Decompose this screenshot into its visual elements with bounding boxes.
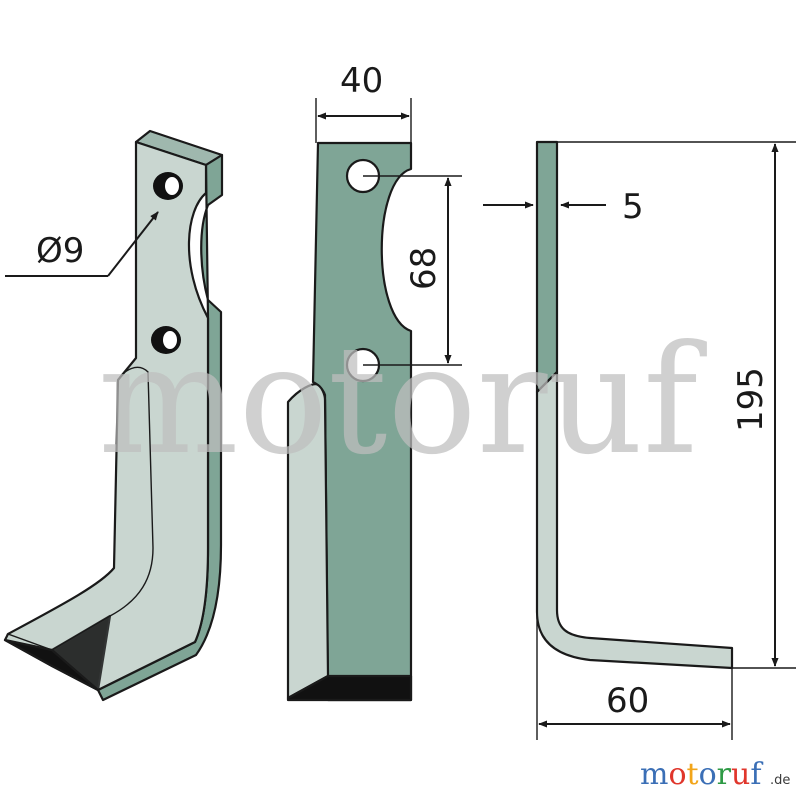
blade-front-view — [286, 141, 413, 702]
blade-perspective-view — [3, 129, 224, 702]
height-label: 195 — [731, 367, 771, 432]
bend-length-dimension: 60 — [536, 612, 733, 740]
hole-spacing-dimension: 68 — [363, 175, 462, 366]
bend-length-label: 60 — [606, 681, 649, 721]
hole-diameter-callout: Ø9 — [5, 211, 159, 277]
logo-letter: f — [750, 757, 763, 792]
logo-letter: o — [699, 757, 717, 792]
hole-spacing-label: 68 — [404, 247, 444, 290]
watermark: motoruf — [98, 314, 707, 488]
logo-letter: o — [668, 757, 686, 792]
thickness-dimension: 5 — [483, 187, 644, 227]
logo-letter: t — [687, 757, 699, 792]
logo-suffix: .de — [770, 773, 790, 788]
width-dimension: 40 — [315, 61, 412, 143]
logo-letter: m — [640, 757, 668, 792]
hole-diameter-label: Ø9 — [36, 231, 84, 271]
motoruf-logo: motoruf .de — [640, 757, 790, 792]
thickness-label: 5 — [622, 187, 644, 227]
height-dimension: 195 — [557, 141, 796, 669]
logo-letter: u — [731, 757, 750, 792]
width-label: 40 — [340, 61, 383, 101]
svg-text:motoruf: motoruf — [640, 757, 763, 792]
logo-letter: r — [717, 757, 732, 792]
